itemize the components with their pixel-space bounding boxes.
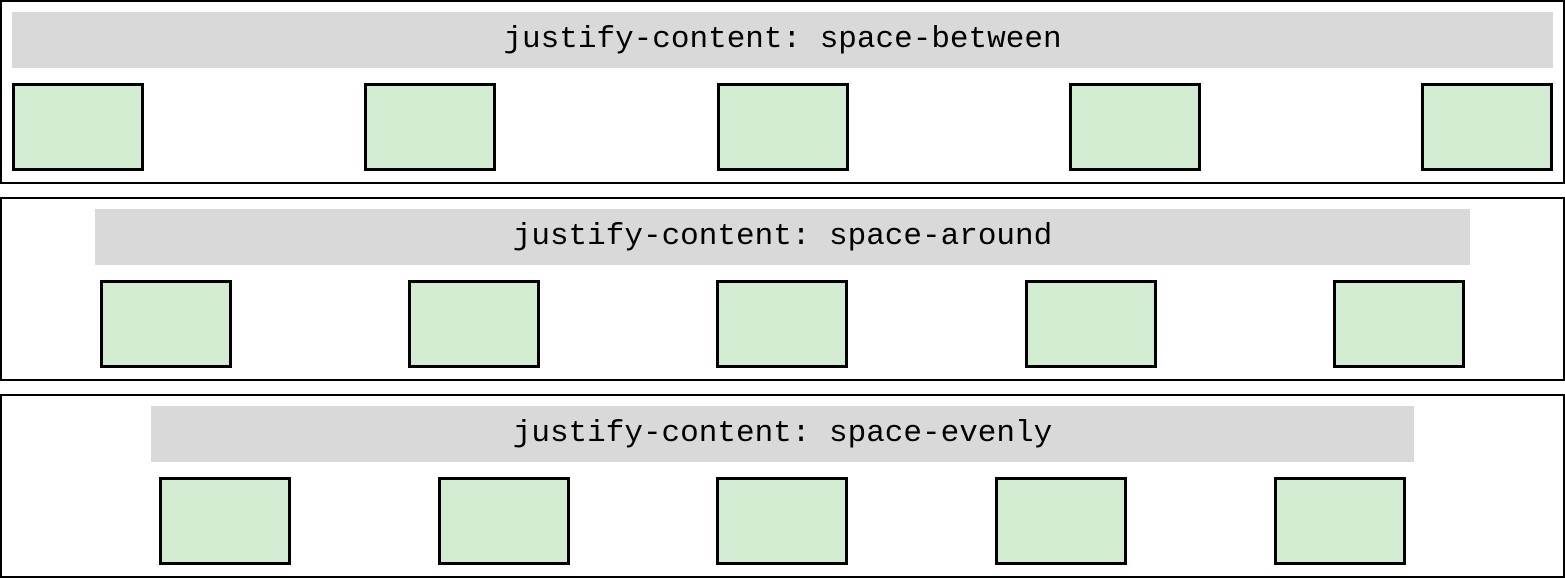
flex-item-box — [1421, 83, 1553, 171]
flex-item-box — [437, 477, 570, 565]
flex-item-box — [995, 477, 1128, 565]
demo-container-space-around: justify-content: space-around — [0, 197, 1565, 381]
flex-row-space-around — [12, 280, 1553, 368]
flex-item-box — [158, 477, 291, 565]
flex-item-box — [12, 83, 144, 171]
flex-row-space-between — [12, 83, 1553, 171]
label-bar-space-around: justify-content: space-around — [95, 209, 1470, 265]
flex-item-box — [1274, 477, 1407, 565]
flex-item-box — [1024, 280, 1157, 368]
demo-container-space-between: justify-content: space-between — [0, 0, 1565, 184]
flex-item-box — [408, 280, 541, 368]
flex-item-box — [364, 83, 497, 171]
label-bar-space-between: justify-content: space-between — [12, 12, 1553, 68]
label-bar-space-evenly: justify-content: space-evenly — [150, 406, 1415, 462]
flex-item-box — [716, 83, 849, 171]
flex-item-box — [100, 280, 233, 368]
flex-item-box — [716, 477, 849, 565]
flex-item-box — [1068, 83, 1201, 171]
flex-item-box — [716, 280, 849, 368]
demo-container-space-evenly: justify-content: space-evenly — [0, 394, 1565, 578]
flex-item-box — [1332, 280, 1465, 368]
flex-row-space-evenly — [12, 477, 1553, 565]
